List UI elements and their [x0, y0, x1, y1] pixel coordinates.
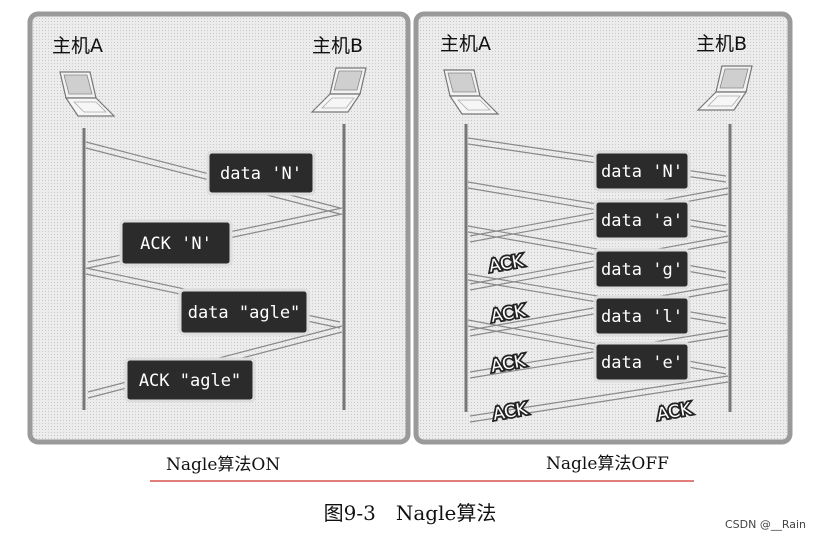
message-ack-n: ACK 'N'	[119, 219, 233, 267]
message-data-n: data 'N'	[206, 150, 316, 196]
message-data-n: data 'N'	[593, 150, 691, 192]
host-b-label: 主机B	[312, 35, 363, 57]
svg-text:data 'N': data 'N'	[601, 162, 683, 182]
message-data-g: data 'g'	[593, 248, 691, 290]
host-a-label: 主机A	[52, 35, 103, 57]
figure-title: 图9-3 Nagle算法	[324, 501, 497, 525]
message-data-e: data 'e'	[593, 341, 691, 383]
panel-nagle-off: 主机A 主机B ACK ACK ACK ACK ACK	[413, 11, 793, 445]
svg-text:data 'l': data 'l'	[601, 307, 683, 327]
svg-text:data "agle": data "agle"	[188, 303, 301, 323]
caption-nagle-on: Nagle算法ON	[166, 455, 280, 475]
message-ack-agle: ACK "agle"	[124, 357, 256, 403]
panel-nagle-on: 主机A 主机B data 'N' ACK 'N'	[27, 11, 411, 445]
svg-text:data 'e': data 'e'	[601, 353, 683, 373]
message-data-l: data 'l'	[593, 295, 691, 337]
watermark: CSDN @__Rain	[725, 518, 806, 531]
host-b-label: 主机B	[696, 33, 747, 55]
message-data-agle: data "agle"	[178, 288, 310, 336]
svg-text:data 'g': data 'g'	[601, 260, 683, 280]
message-data-a: data 'a'	[593, 199, 691, 241]
svg-text:ACK 'N': ACK 'N'	[140, 234, 212, 254]
svg-text:data 'N': data 'N'	[220, 164, 302, 184]
svg-text:ACK "agle": ACK "agle"	[139, 371, 241, 391]
ack-label: ACK	[487, 251, 525, 277]
host-a-label: 主机A	[440, 33, 491, 55]
svg-text:data 'a': data 'a'	[601, 211, 683, 231]
caption-nagle-off: Nagle算法OFF	[546, 454, 669, 474]
